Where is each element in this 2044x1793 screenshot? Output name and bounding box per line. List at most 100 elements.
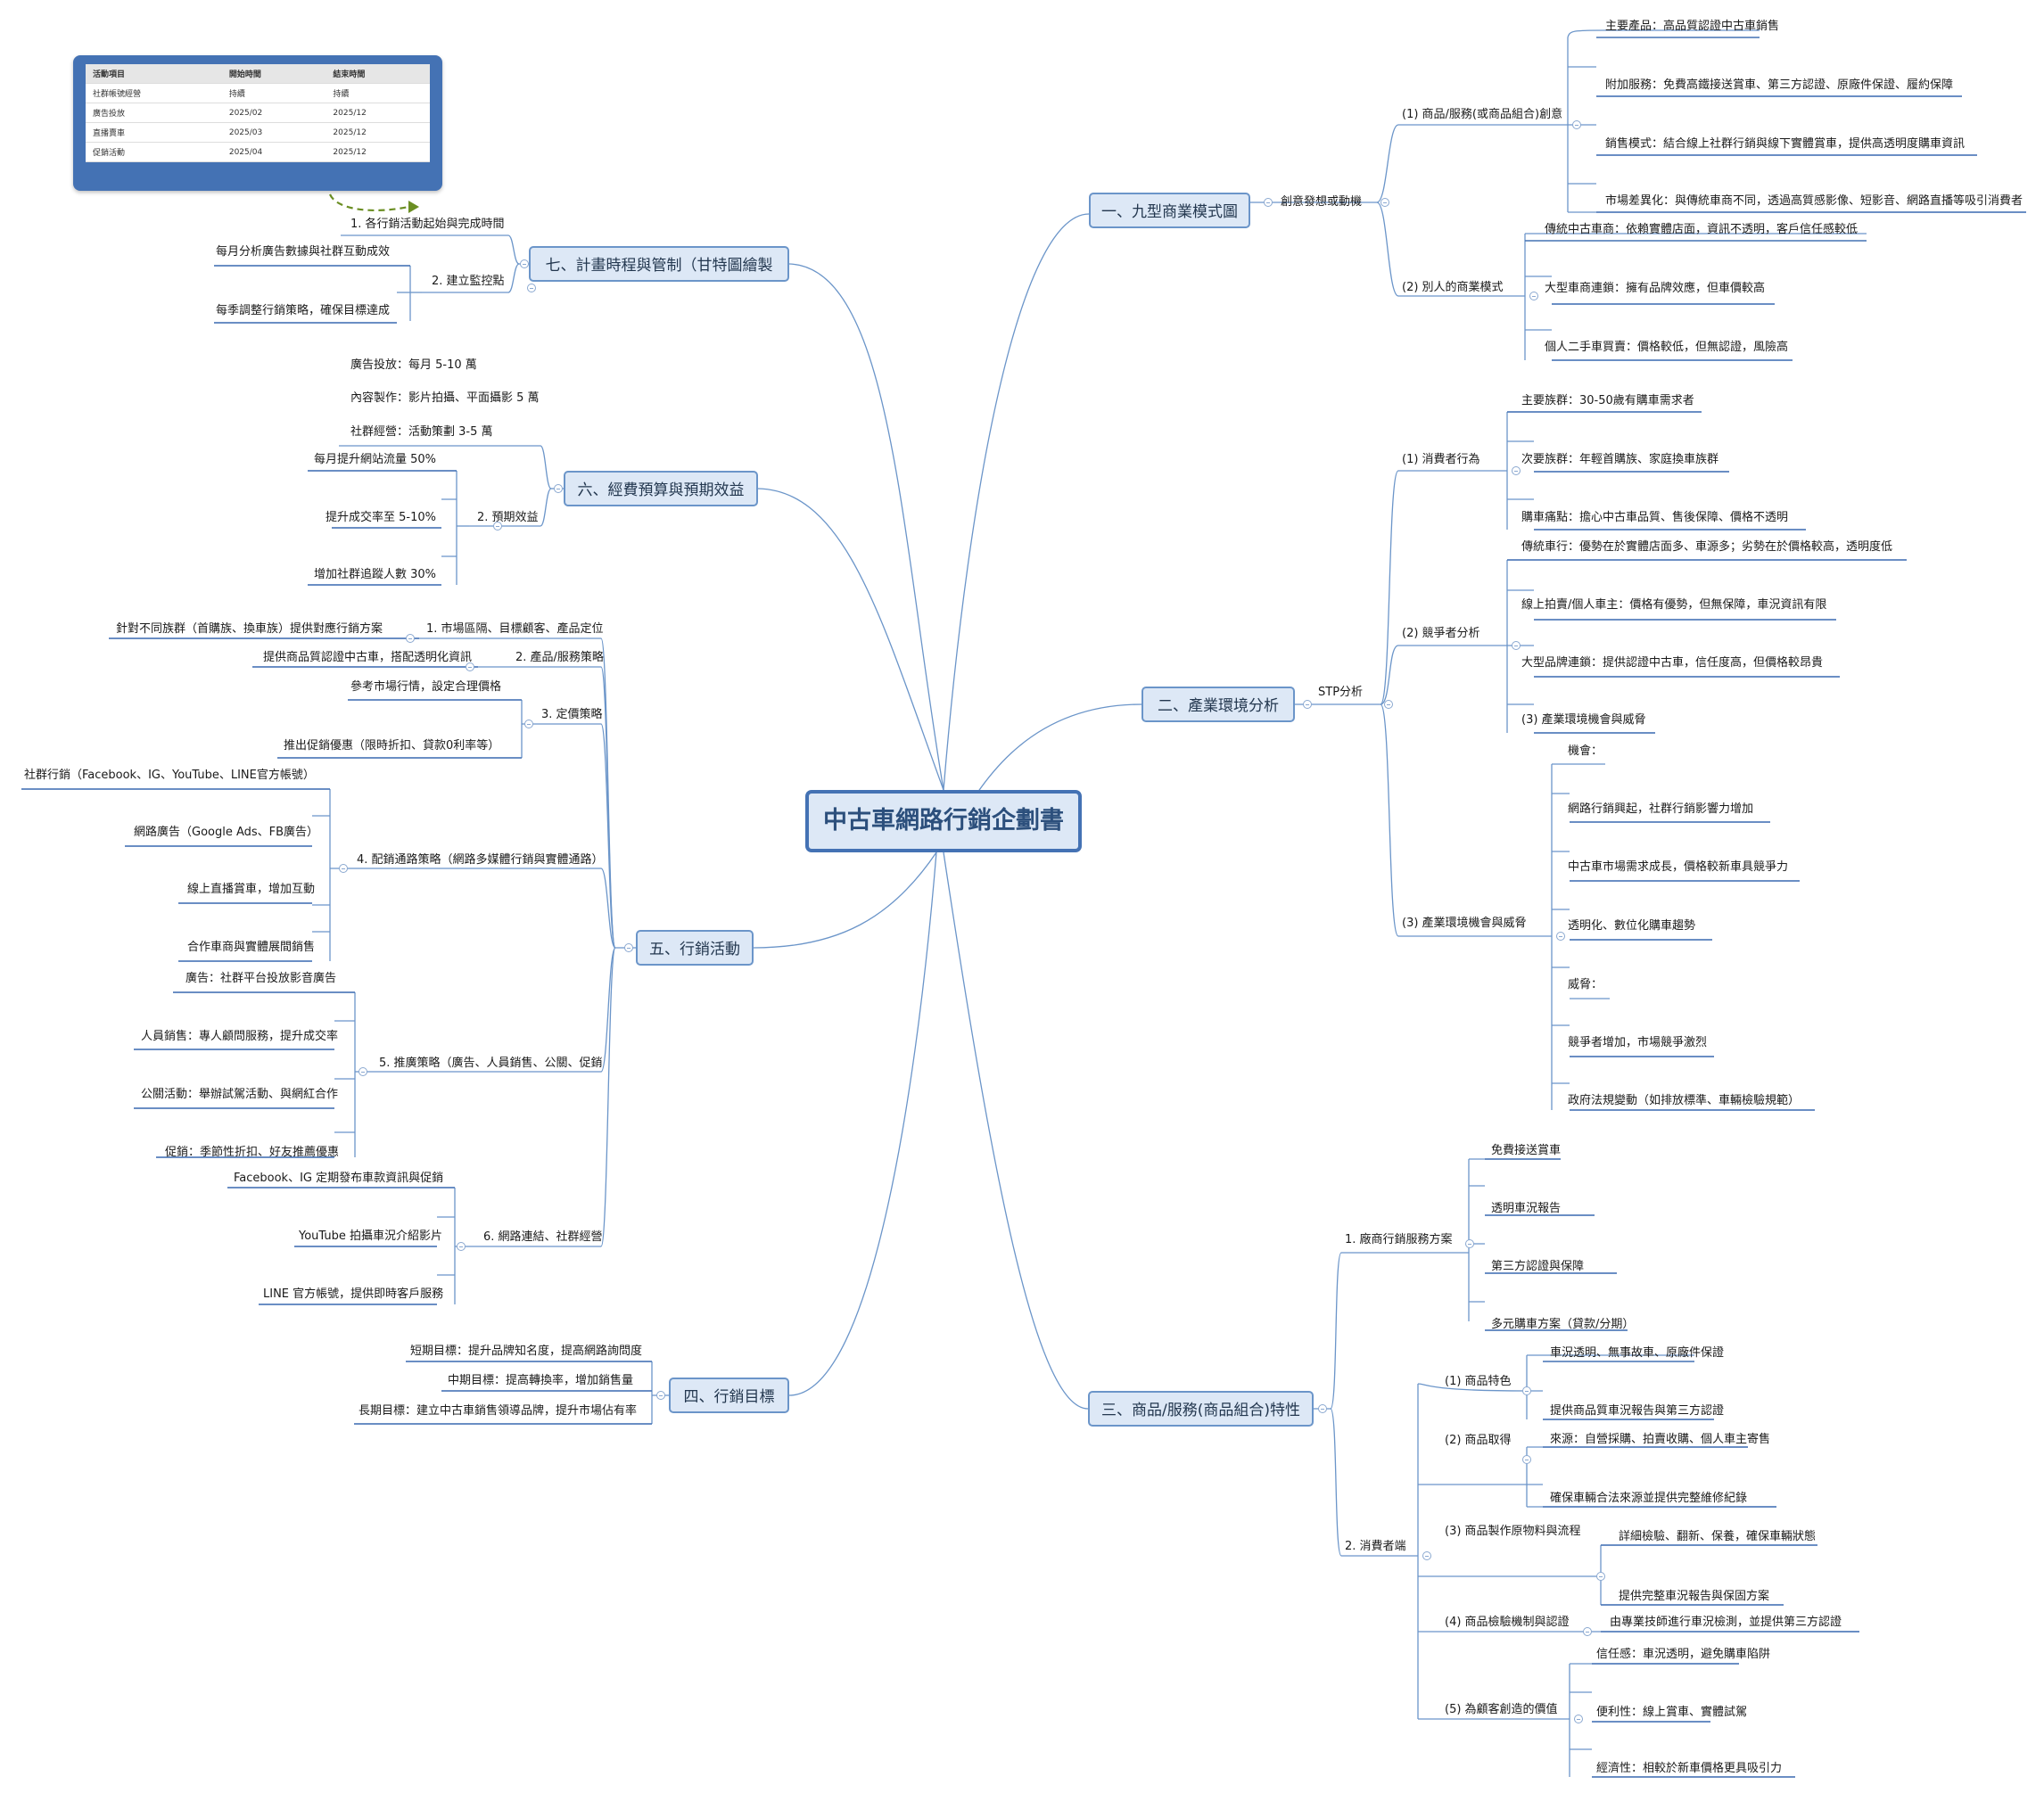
node-process-warranty[interactable]: 提供完整車況報告與保固方案: [1619, 1590, 1770, 1603]
node-opp-online[interactable]: 網路行銷興起，社群行銷影響力增加: [1568, 802, 1754, 816]
node-showroom[interactable]: 合作車商與實體展間銷售: [187, 941, 316, 954]
collapse-toggle[interactable]: [457, 1242, 466, 1251]
node-private-seller[interactable]: 個人二手車買賣：價格較低，但無認證，風險高: [1545, 341, 1789, 354]
node-opp-demand[interactable]: 中古車市場需求成長，價格較新車具競爭力: [1568, 860, 1789, 874]
node-traditional-shop[interactable]: 傳統車行：優勢在於實體店面多、車源多；劣勢在於價格較高，透明度低: [1521, 540, 1893, 554]
node-sales-model[interactable]: 銷售模式：結合線上社群行銷與線下實體賞車，提供高透明度購車資訊: [1605, 137, 1966, 151]
node-feature-transparent[interactable]: 車況透明、無事故車、原廠件保證: [1550, 1346, 1725, 1360]
node-ad-budget[interactable]: 廣告投放：每月 5-10 萬: [350, 358, 477, 372]
node-process-inspect[interactable]: 詳細檢驗、翻新、保養，確保車輛狀態: [1619, 1530, 1817, 1543]
central-topic[interactable]: 中古車網路行銷企劃書: [805, 790, 1082, 852]
collapse-toggle[interactable]: [493, 522, 502, 530]
node-main-product[interactable]: 主要產品：高品質認證中古車銷售: [1605, 20, 1780, 33]
collapse-toggle[interactable]: [339, 864, 348, 873]
node-opp-digital[interactable]: 透明化、數位化購車趨勢: [1568, 919, 1696, 933]
node-short-term[interactable]: 短期目標：提升品牌知名度，提高網路詢問度: [410, 1345, 643, 1358]
node-product-source[interactable]: (2) 商品取得: [1445, 1434, 1512, 1447]
collapse-toggle[interactable]: [1522, 1386, 1531, 1395]
node-cert-detail[interactable]: 由專業技師進行車況檢測，並提供第三方認證: [1610, 1616, 1842, 1629]
collapse-toggle[interactable]: [527, 284, 536, 292]
node-source-channels[interactable]: 來源：自營採購、拍賣收購、個人車主寄售: [1550, 1433, 1771, 1446]
node-process[interactable]: (3) 商品製作原物料與流程: [1445, 1525, 1581, 1538]
collapse-toggle[interactable]: [466, 662, 474, 671]
collapse-toggle[interactable]: [406, 634, 415, 643]
node-conversion[interactable]: 提升成交率至 5-10%: [326, 511, 436, 524]
collapse-toggle[interactable]: [1512, 466, 1521, 475]
branch-business-model[interactable]: 一、九型商業模式圖: [1089, 193, 1250, 228]
node-feature-report[interactable]: 提供商品質車況報告與第三方認證: [1550, 1404, 1725, 1418]
node-live-stream[interactable]: 線上直播賞車，增加互動: [187, 883, 316, 896]
node-expected-benefit[interactable]: 2. 預期效益: [477, 511, 539, 524]
node-threat-competition[interactable]: 競爭者增加，市場競爭激烈: [1568, 1036, 1708, 1049]
node-quarterly-adjust[interactable]: 每季調整行銷策略，確保目標達成: [216, 304, 391, 317]
node-certified-car[interactable]: 提供商品質認證中古車，搭配透明化資訊: [263, 651, 473, 664]
node-consumer-side[interactable]: 2. 消費者端: [1345, 1540, 1406, 1553]
node-target-plan[interactable]: 針對不同族群（首購族、換車族）提供對應行銷方案: [116, 622, 383, 636]
collapse-toggle[interactable]: [1318, 1404, 1327, 1413]
branch-industry-analysis[interactable]: 二、產業環境分析: [1142, 687, 1295, 722]
node-motivation[interactable]: 創意發想或動機: [1281, 195, 1363, 209]
node-consumer-behavior[interactable]: (1) 消費者行為: [1402, 453, 1480, 466]
collapse-toggle[interactable]: [524, 720, 533, 728]
collapse-toggle[interactable]: [1512, 641, 1521, 650]
collapse-toggle[interactable]: [359, 1067, 367, 1076]
collapse-toggle[interactable]: [1384, 700, 1393, 709]
node-fb-ig[interactable]: Facebook、IG 定期發布車款資訊與促銷: [234, 1172, 444, 1185]
node-threat[interactable]: 威脅：: [1568, 978, 1603, 991]
node-extra-service[interactable]: 附加服務：免費高鐵接送賞車、第三方認證、原廠件保證、履約保障: [1605, 78, 1954, 92]
node-others-model[interactable]: (2) 別人的商業模式: [1402, 281, 1504, 294]
collapse-toggle[interactable]: [520, 259, 529, 268]
node-vendor-service[interactable]: 1. 廠商行銷服務方案: [1345, 1233, 1453, 1246]
branch-schedule[interactable]: 七、計畫時程與管制（甘特圖繪製: [529, 246, 789, 282]
collapse-toggle[interactable]: [1596, 1572, 1605, 1581]
node-online-ads[interactable]: 網路廣告（Google Ads、FB廣告）: [134, 826, 319, 839]
node-env-opportunity-threat[interactable]: (3) 產業環境機會與威脅: [1402, 917, 1527, 930]
node-checkpoints[interactable]: 2. 建立監控點: [432, 275, 505, 288]
node-free-pickup[interactable]: 免費接送賞車: [1491, 1144, 1562, 1157]
branch-budget[interactable]: 六、經費預算與預期效益: [564, 471, 758, 506]
node-threat-regulation[interactable]: 政府法規變動（如排放標準、車輛檢驗規範）: [1568, 1094, 1801, 1107]
node-activity-timeline[interactable]: 1. 各行銷活動起始與完成時間: [350, 218, 505, 231]
node-product-feature[interactable]: (1) 商品特色: [1445, 1375, 1512, 1388]
node-online-auction[interactable]: 線上拍賣/個人車主：價格有優勢，但無保障，車況資訊有限: [1521, 598, 1827, 612]
node-personal-selling[interactable]: 人員銷售：專人顧問服務，提升成交率: [141, 1030, 339, 1043]
node-social-marketing[interactable]: 社群行銷（Facebook、IG、YouTube、LINE官方帳號）: [24, 769, 315, 782]
node-followers[interactable]: 增加社群追蹤人數 30%: [314, 568, 437, 581]
node-report[interactable]: 透明車況報告: [1491, 1202, 1562, 1215]
node-monthly-analysis[interactable]: 每月分析廣告數據與社群互動成效: [216, 245, 391, 259]
collapse-toggle[interactable]: [1574, 1715, 1583, 1723]
collapse-toggle[interactable]: [1572, 120, 1581, 129]
node-env-sub[interactable]: (3) 產業環境機會與威脅: [1521, 713, 1646, 727]
collapse-toggle[interactable]: [1522, 1455, 1531, 1464]
node-product-strategy[interactable]: 2. 產品/服務策略: [515, 651, 604, 664]
node-social-budget[interactable]: 社群經營：活動策劃 3-5 萬: [350, 425, 493, 439]
branch-marketing-goals[interactable]: 四、行銷目標: [669, 1378, 789, 1413]
branch-marketing-activities[interactable]: 五、行銷活動: [636, 930, 754, 966]
node-sales-promo[interactable]: 促銷：季節性折扣、好友推薦優惠: [165, 1146, 340, 1159]
node-opportunity[interactable]: 機會：: [1568, 744, 1603, 758]
collapse-toggle[interactable]: [1303, 700, 1312, 709]
node-pr[interactable]: 公關活動：舉辦試駕活動、與網紅合作: [141, 1088, 339, 1101]
node-line[interactable]: LINE 官方帳號，提供即時客戶服務: [263, 1287, 444, 1301]
node-secondary-group[interactable]: 次要族群：年輕首購族、家庭換車族群: [1521, 453, 1719, 466]
collapse-toggle[interactable]: [1381, 198, 1389, 207]
collapse-toggle[interactable]: [656, 1391, 665, 1400]
node-channel-strategy[interactable]: 4. 配銷通路策略（網路多媒體行銷與實體通路）: [357, 853, 604, 867]
node-financing[interactable]: 多元購車方案（貸款/分期）: [1491, 1318, 1635, 1331]
node-content-budget[interactable]: 內容製作：影片拍攝、平面攝影 5 萬: [350, 391, 540, 405]
node-mid-term[interactable]: 中期目標：提高轉換率，增加銷售量: [448, 1374, 634, 1387]
collapse-toggle[interactable]: [1465, 1239, 1474, 1248]
node-value-economy[interactable]: 經濟性：相較於新車價格更具吸引力: [1596, 1762, 1783, 1775]
node-third-party[interactable]: 第三方認證與保障: [1491, 1260, 1585, 1273]
node-brand-chain[interactable]: 大型品牌連鎖：提供認證中古車，信任度高，但價格較昂貴: [1521, 656, 1824, 670]
node-differentiation[interactable]: 市場差異化：與傳統車商不同，透過高質感影像、短影音、網路直播等吸引消費者: [1605, 194, 2023, 208]
branch-product-features[interactable]: 三、商品/服務(商品組合)特性: [1088, 1391, 1314, 1427]
collapse-toggle[interactable]: [1529, 292, 1538, 300]
node-primary-group[interactable]: 主要族群：30-50歲有購車需求者: [1521, 394, 1694, 407]
node-source-legal[interactable]: 確保車輛合法來源並提供完整維修紀錄: [1550, 1492, 1748, 1505]
node-customer-value[interactable]: (5) 為顧客創造的價值: [1445, 1703, 1558, 1716]
node-chain-dealer[interactable]: 大型車商連鎖：擁有品牌效應，但車價較高: [1545, 282, 1766, 295]
node-stp[interactable]: STP分析: [1318, 686, 1364, 699]
node-pricing[interactable]: 3. 定價策略: [541, 708, 603, 721]
collapse-toggle[interactable]: [554, 484, 563, 493]
